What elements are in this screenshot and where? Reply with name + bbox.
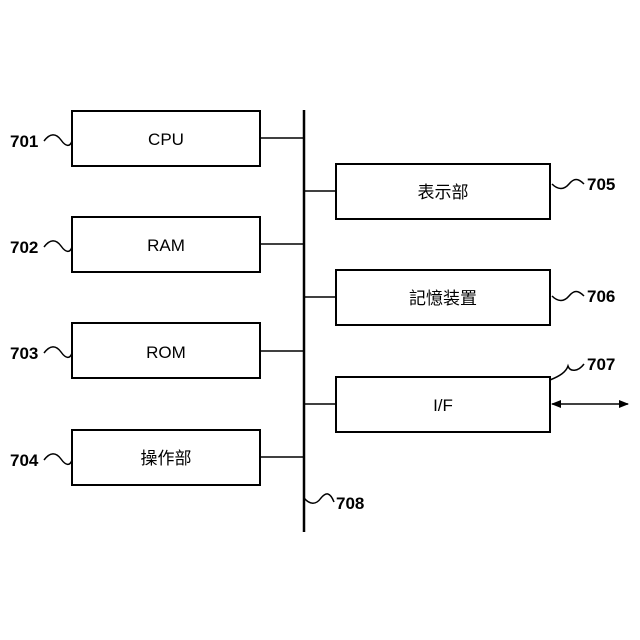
ref-703: 703 bbox=[10, 344, 38, 363]
input-unit-label: 操作部 bbox=[141, 449, 192, 468]
ram-label: RAM bbox=[147, 236, 185, 255]
cpu-block: CPU bbox=[72, 111, 260, 166]
ram-block: RAM bbox=[72, 217, 260, 272]
leader-705 bbox=[552, 180, 584, 189]
leader-704 bbox=[44, 454, 72, 465]
display-unit-label: 表示部 bbox=[418, 183, 469, 202]
rom-label: ROM bbox=[146, 343, 186, 362]
display-unit-block: 表示部 bbox=[336, 164, 550, 219]
interface-block: I/F bbox=[336, 377, 550, 432]
interface-label: I/F bbox=[433, 396, 453, 415]
ref-705: 705 bbox=[587, 175, 615, 194]
cpu-label: CPU bbox=[148, 130, 184, 149]
leader-707 bbox=[550, 364, 584, 380]
ref-707: 707 bbox=[587, 355, 615, 374]
storage-device-block: 記憶装置 bbox=[336, 270, 550, 325]
rom-block: ROM bbox=[72, 323, 260, 378]
ref-701: 701 bbox=[10, 132, 38, 151]
leader-701 bbox=[44, 135, 72, 146]
ref-704: 704 bbox=[10, 451, 39, 470]
input-unit-block: 操作部 bbox=[72, 430, 260, 485]
ref-706: 706 bbox=[587, 287, 615, 306]
ref-702: 702 bbox=[10, 238, 38, 257]
leader-706 bbox=[552, 292, 584, 301]
leader-702 bbox=[44, 241, 72, 252]
ref-708: 708 bbox=[336, 494, 364, 513]
leader-708 bbox=[304, 494, 334, 503]
storage-device-label: 記憶装置 bbox=[409, 289, 477, 308]
leader-703 bbox=[44, 347, 72, 358]
